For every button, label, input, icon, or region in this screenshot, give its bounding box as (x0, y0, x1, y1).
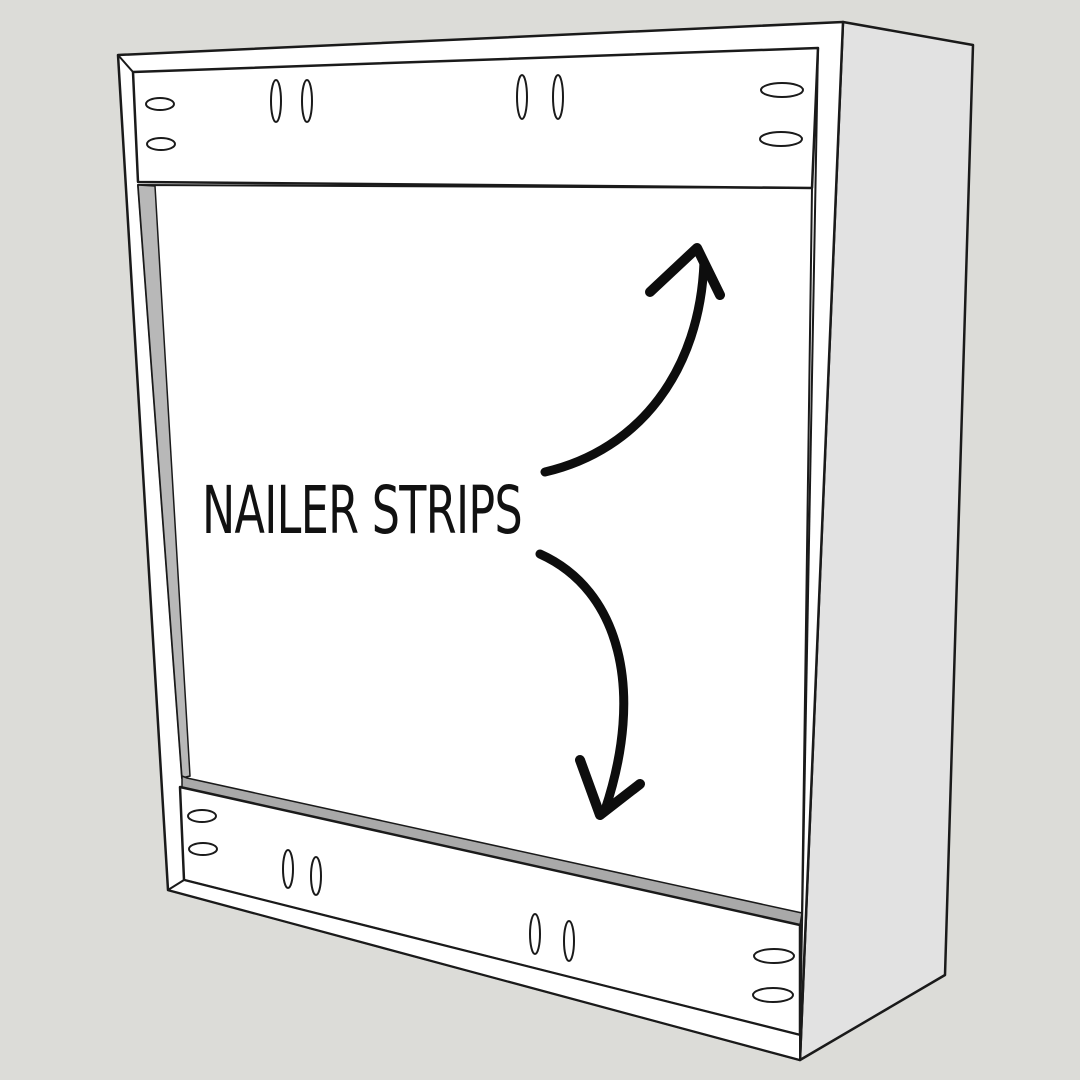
right-frame-inner-edge (799, 47, 819, 1036)
top-frame-edge (117, 54, 134, 73)
curved-arrow-up-icon (540, 243, 725, 477)
pocket-hole-icon (552, 74, 564, 120)
pocket-hole-icon (270, 79, 282, 123)
pocket-hole-icon (516, 74, 528, 120)
pocket-hole-icon (301, 79, 313, 123)
bottom-strip-pocket-holes (187, 809, 795, 1003)
curved-arrow-down-icon (535, 549, 645, 820)
top-strip-pocket-holes (145, 74, 804, 151)
pocket-hole-icon (760, 82, 804, 98)
top-nailer-strip (131, 46, 820, 190)
pocket-hole-icon (529, 913, 541, 955)
pocket-hole-icon (282, 849, 294, 889)
pocket-hole-icon (753, 948, 795, 964)
pocket-hole-icon (752, 987, 794, 1003)
pocket-hole-icon (188, 842, 218, 856)
pocket-hole-icon (310, 856, 322, 896)
pocket-hole-icon (145, 97, 175, 111)
nailer-strips-label: NAILER STRIPS (202, 472, 522, 549)
pocket-hole-icon (759, 131, 803, 147)
pocket-hole-icon (146, 137, 176, 151)
pocket-hole-icon (563, 920, 575, 962)
left-inner-shadow (137, 184, 191, 779)
pocket-hole-icon (187, 809, 217, 823)
